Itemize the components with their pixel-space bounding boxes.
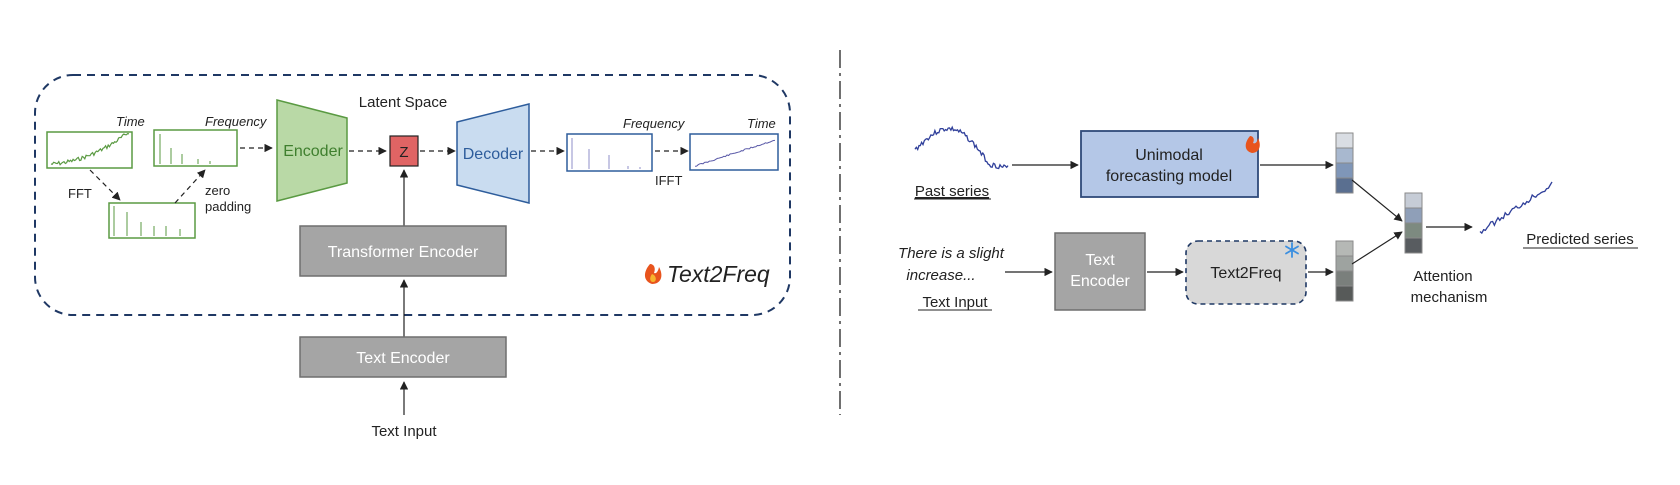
latent-space-label: Latent Space (359, 94, 447, 111)
decoder-block (456, 103, 530, 204)
frequency-input-box (153, 129, 238, 167)
frequency-label-output: Frequency (623, 116, 686, 131)
fire-icon-inner (650, 274, 656, 282)
time-series-input-plot (50, 132, 130, 166)
frequency-label-input: Frequency (205, 114, 268, 129)
frequency-output-bars (571, 138, 641, 169)
past-series-label: Past series (915, 183, 989, 200)
arrow-zero-padding (174, 169, 206, 204)
fft-spectrum-box (108, 202, 196, 239)
stack1-cell-3 (1335, 177, 1354, 194)
frequency-input-bars (159, 134, 211, 164)
attention-label-1: Attention (1413, 268, 1472, 285)
stack1-cell-0 (1335, 132, 1354, 149)
text-encoder-label-right-2: Encoder (1070, 273, 1130, 290)
text-encoder-block-left (299, 336, 507, 378)
transformer-encoder-label: Transformer Encoder (328, 244, 479, 261)
stack2-cell-2 (1335, 270, 1354, 287)
text-example-line-2: increase... (906, 267, 975, 284)
stack2-cell-0 (1335, 240, 1354, 257)
zero-padding-label-1: zero (205, 183, 230, 198)
encoder-label: Encoder (283, 143, 343, 160)
predicted-series-label: Predicted series (1526, 231, 1634, 248)
time-series-input-box (46, 131, 133, 169)
text-encoder-label-left: Text Encoder (356, 350, 450, 367)
text2freq-dashed-frame (34, 74, 791, 316)
zero-padding-label-2: padding (205, 199, 251, 214)
time-label-input: Time (116, 114, 145, 129)
time-label-output: Time (747, 116, 776, 131)
text-input-label-left: Text Input (371, 423, 437, 440)
fft-spectrum-bars (113, 206, 181, 236)
time-series-output-plot (694, 139, 776, 167)
predicted-series-plot (1479, 181, 1553, 235)
text-encoder-block-right (1054, 232, 1146, 311)
text2freq-block (1185, 240, 1307, 305)
token-stack-unimodal (1335, 132, 1354, 194)
unimodal-forecasting-block (1080, 130, 1259, 198)
text-encoder-label-right-1: Text (1085, 252, 1115, 269)
ifft-label: IFFT (655, 173, 682, 188)
transformer-encoder-block (299, 225, 507, 277)
past-series-plot (914, 125, 1009, 170)
stack1-cell-1 (1335, 147, 1354, 164)
fire-icon (644, 264, 662, 284)
stack3-cell-1 (1404, 207, 1423, 224)
arrow-stack2-to-attention (1351, 231, 1403, 265)
text-input-label-right: Text Input (922, 294, 988, 311)
stack3-cell-3 (1404, 237, 1423, 254)
stack3-cell-0 (1404, 192, 1423, 209)
text2freq-block-label: Text2Freq (1210, 265, 1281, 282)
decoder-label: Decoder (463, 146, 524, 163)
text2freq-title: Text2Freq (667, 261, 770, 287)
z-latent-block (389, 135, 419, 167)
fire-icon (1245, 136, 1260, 153)
arrow-fft (89, 169, 121, 201)
stack2-cell-1 (1335, 255, 1354, 272)
fft-label: FFT (68, 186, 92, 201)
time-series-output-box (689, 133, 779, 171)
token-stack-attention (1404, 192, 1423, 254)
snowflake-icon (1285, 242, 1299, 258)
stack3-cell-2 (1404, 222, 1423, 239)
unimodal-label-2: forecasting model (1106, 168, 1232, 185)
stack1-cell-2 (1335, 162, 1354, 179)
attention-label-2: mechanism (1411, 289, 1488, 306)
z-label: Z (399, 144, 408, 161)
stack2-cell-3 (1335, 285, 1354, 302)
unimodal-label-1: Unimodal (1135, 147, 1203, 164)
arrow-stack1-to-attention (1351, 179, 1403, 222)
text-example-line-1: There is a slight (898, 245, 1005, 262)
encoder-block (276, 99, 348, 202)
token-stack-text (1335, 240, 1354, 302)
